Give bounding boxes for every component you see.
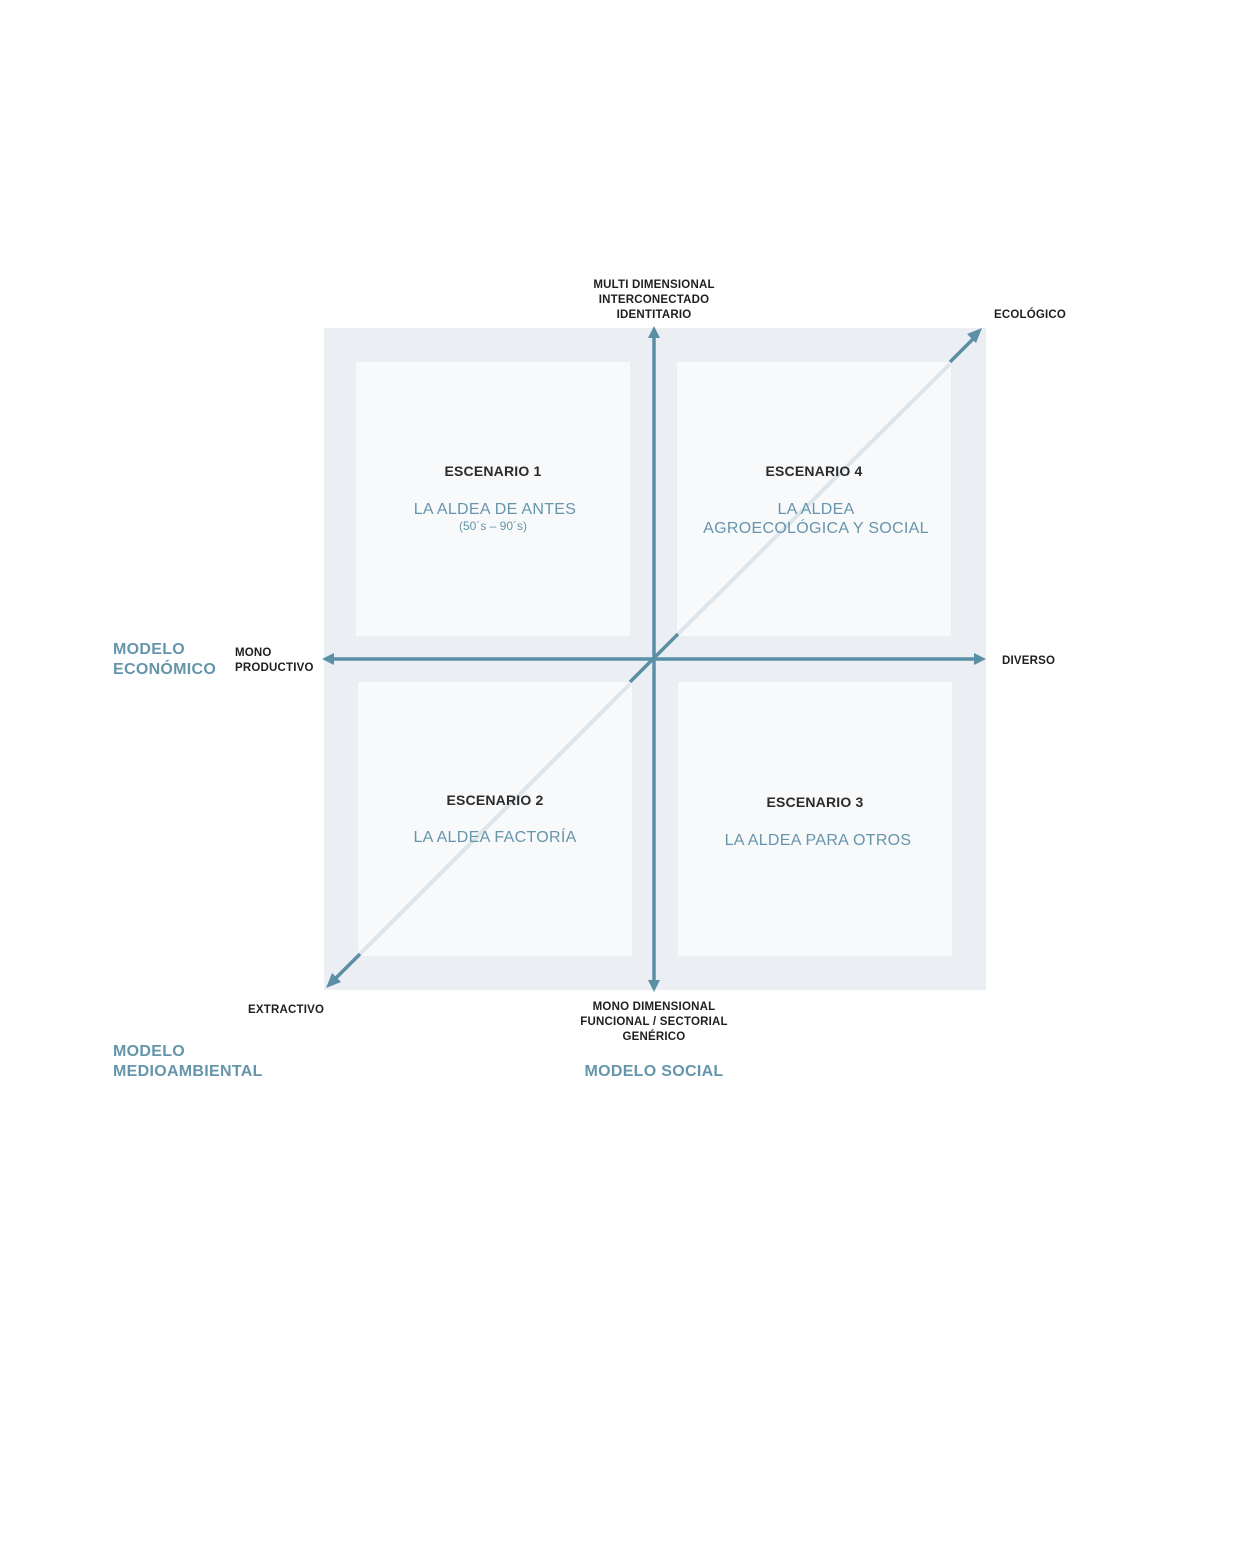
social-model-label: MODELO SOCIAL [584,1063,724,1080]
horizontal-arrowhead-right [974,653,986,665]
vertical-bottom-line-1: MONO DIMENSIONAL [592,1001,716,1013]
diagonal-bottom-left-label: EXTRACTIVO [248,1004,325,1016]
scenario-3-box [678,682,952,956]
scenario-1-box [356,362,630,636]
diagonal-top-right-label: ECOLÓGICO [994,309,1067,321]
vertical-top-line-1: MULTI DIMENSIONAL [593,279,715,291]
horizontal-axis-left-label: MONO PRODUCTIVO [235,646,314,676]
scenario-4-name-line-2: AGROECOLÓGICA Y SOCIAL [703,520,929,537]
vertical-bottom-line-2: FUNCIONAL / SECTORIAL [580,1016,728,1028]
horizontal-arrowhead-left [322,653,334,665]
horizontal-left-line-1: MONO [235,647,272,659]
diagonal-light-upper [676,362,952,636]
scenario-1-subtitle: (50´s – 90´s) [458,519,528,533]
vertical-bottom-line-3: GENÉRICO [622,1031,686,1043]
vertical-top-line-3: IDENTITARIO [616,309,692,321]
scenario-4-title: ESCENARIO 4 [765,463,863,479]
scenario-4-name: LA ALDEA AGROECOLÓGICA Y SOCIAL [679,500,953,538]
vertical-axis-top-label: MULTI DIMENSIONAL INTERCONECTADO IDENTIT… [554,278,754,323]
diagonal-arrowhead-ne [967,328,982,343]
environmental-model-line-1: MODELO [113,1043,186,1060]
scenario-3-name: LA ALDEA PARA OTROS [681,831,955,850]
diagonal-arrowhead-sw [326,973,341,988]
vertical-arrowhead-down [648,980,660,992]
vertical-axis-bottom-label: MONO DIMENSIONAL FUNCIONAL / SECTORIAL G… [554,1000,754,1045]
vertical-arrowhead-up [648,326,660,338]
scenario-1-title: ESCENARIO 1 [444,463,542,479]
economic-model-line-2: ECONÓMICO [113,661,217,678]
horizontal-left-line-2: PRODUCTIVO [235,662,314,674]
scenario-1-name: LA ALDEA DE ANTES [358,500,632,519]
scenario-3-name-line: LA ALDEA PARA OTROS [724,832,912,849]
diagonal-light-lower [358,682,632,956]
vertical-top-line-2: INTERCONECTADO [598,294,710,306]
scenario-4-name-line-1: LA ALDEA [777,501,855,518]
economic-model-line-1: MODELO [113,641,186,658]
environmental-model-line-2: MEDIOAMBIENTAL [113,1063,263,1080]
diagonal-top-segment [948,336,976,364]
scenario-2-name: LA ALDEA FACTORÍA [358,828,632,847]
scenario-2-name-line: LA ALDEA FACTORÍA [413,829,577,846]
environmental-model-label: MODELO MEDIOAMBIENTAL [113,1042,263,1082]
scenario-3-title: ESCENARIO 3 [766,794,864,810]
scenario-1-name-line: LA ALDEA DE ANTES [413,501,577,518]
scenario-2-title: ESCENARIO 2 [446,792,544,808]
diagonal-bottom-segment [333,952,362,981]
economic-model-label: MODELO ECONÓMICO [113,640,216,680]
horizontal-axis-right-label: DIVERSO [1002,655,1056,667]
